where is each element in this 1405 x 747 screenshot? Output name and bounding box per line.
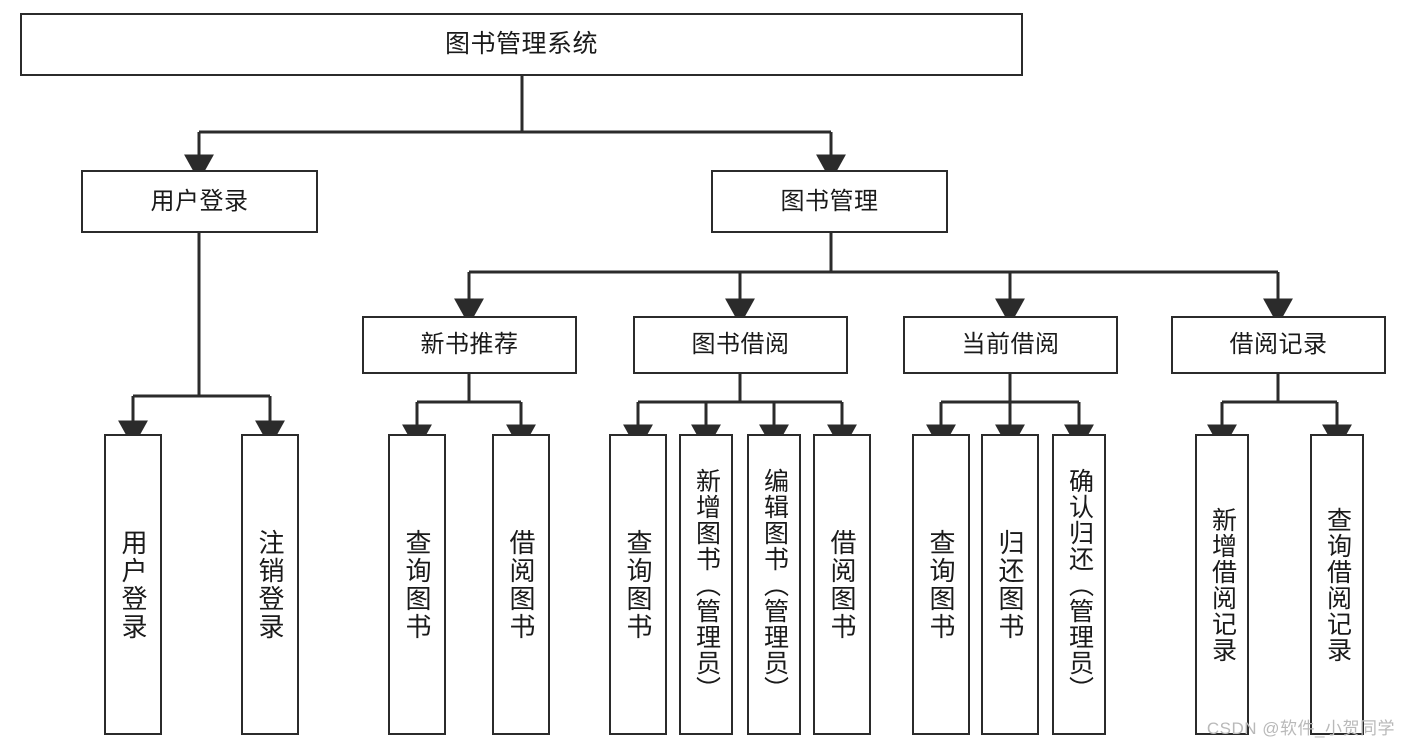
node-book-management[interactable]: 图书管理 <box>711 170 948 233</box>
node-leaf-borrow-borrow-book-label: 借阅图书 <box>827 528 857 641</box>
node-leaf-borrow-add-book[interactable]: 新增图书（管理员） <box>679 434 733 735</box>
watermark-text: CSDN @软件_小贺同学 <box>1206 719 1395 738</box>
node-user-login-label: 用户登录 <box>150 187 249 215</box>
node-leaf-user-login[interactable]: 用户登录 <box>104 434 162 735</box>
node-leaf-current-query-book[interactable]: 查询图书 <box>912 434 970 735</box>
node-leaf-newbook-query-book-label: 查询图书 <box>402 528 432 641</box>
node-root[interactable]: 图书管理系统 <box>20 13 1023 76</box>
node-leaf-borrow-edit-book-label: 编辑图书（管理员） <box>760 467 789 702</box>
node-leaf-borrow-borrow-book[interactable]: 借阅图书 <box>813 434 871 735</box>
node-leaf-borrow-add-book-label: 新增图书（管理员） <box>692 467 721 702</box>
node-leaf-newbook-borrow-book-label: 借阅图书 <box>506 528 536 641</box>
node-leaf-current-confirm-return-label: 确认归还（管理员） <box>1065 467 1094 702</box>
node-leaf-logout-label: 注销登录 <box>255 528 285 641</box>
node-current-borrow-label: 当前借阅 <box>961 331 1060 359</box>
node-leaf-current-confirm-return[interactable]: 确认归还（管理员） <box>1052 434 1106 735</box>
node-borrow-record[interactable]: 借阅记录 <box>1171 316 1386 374</box>
node-leaf-current-return-book-label: 归还图书 <box>995 528 1025 641</box>
node-root-label: 图书管理系统 <box>444 30 598 58</box>
node-book-borrow-label: 图书借阅 <box>691 331 790 359</box>
node-leaf-record-add-label: 新增借阅记录 <box>1208 506 1237 663</box>
node-leaf-record-query-label: 查询借阅记录 <box>1323 506 1352 663</box>
node-new-book-recommend-label: 新书推荐 <box>420 331 519 359</box>
node-leaf-record-add[interactable]: 新增借阅记录 <box>1195 434 1249 735</box>
node-leaf-current-return-book[interactable]: 归还图书 <box>981 434 1039 735</box>
node-leaf-logout[interactable]: 注销登录 <box>241 434 299 735</box>
node-user-login[interactable]: 用户登录 <box>81 170 318 233</box>
node-current-borrow[interactable]: 当前借阅 <box>903 316 1118 374</box>
node-book-borrow[interactable]: 图书借阅 <box>633 316 848 374</box>
node-leaf-user-login-label: 用户登录 <box>118 528 148 641</box>
node-leaf-borrow-edit-book[interactable]: 编辑图书（管理员） <box>747 434 801 735</box>
node-leaf-newbook-query-book[interactable]: 查询图书 <box>388 434 446 735</box>
node-leaf-borrow-query-book[interactable]: 查询图书 <box>609 434 667 735</box>
node-borrow-record-label: 借阅记录 <box>1229 331 1328 359</box>
node-leaf-record-query[interactable]: 查询借阅记录 <box>1310 434 1364 735</box>
node-book-management-label: 图书管理 <box>780 187 879 215</box>
node-leaf-current-query-book-label: 查询图书 <box>926 528 956 641</box>
node-leaf-borrow-query-book-label: 查询图书 <box>623 528 653 641</box>
node-new-book-recommend[interactable]: 新书推荐 <box>362 316 577 374</box>
node-leaf-newbook-borrow-book[interactable]: 借阅图书 <box>492 434 550 735</box>
